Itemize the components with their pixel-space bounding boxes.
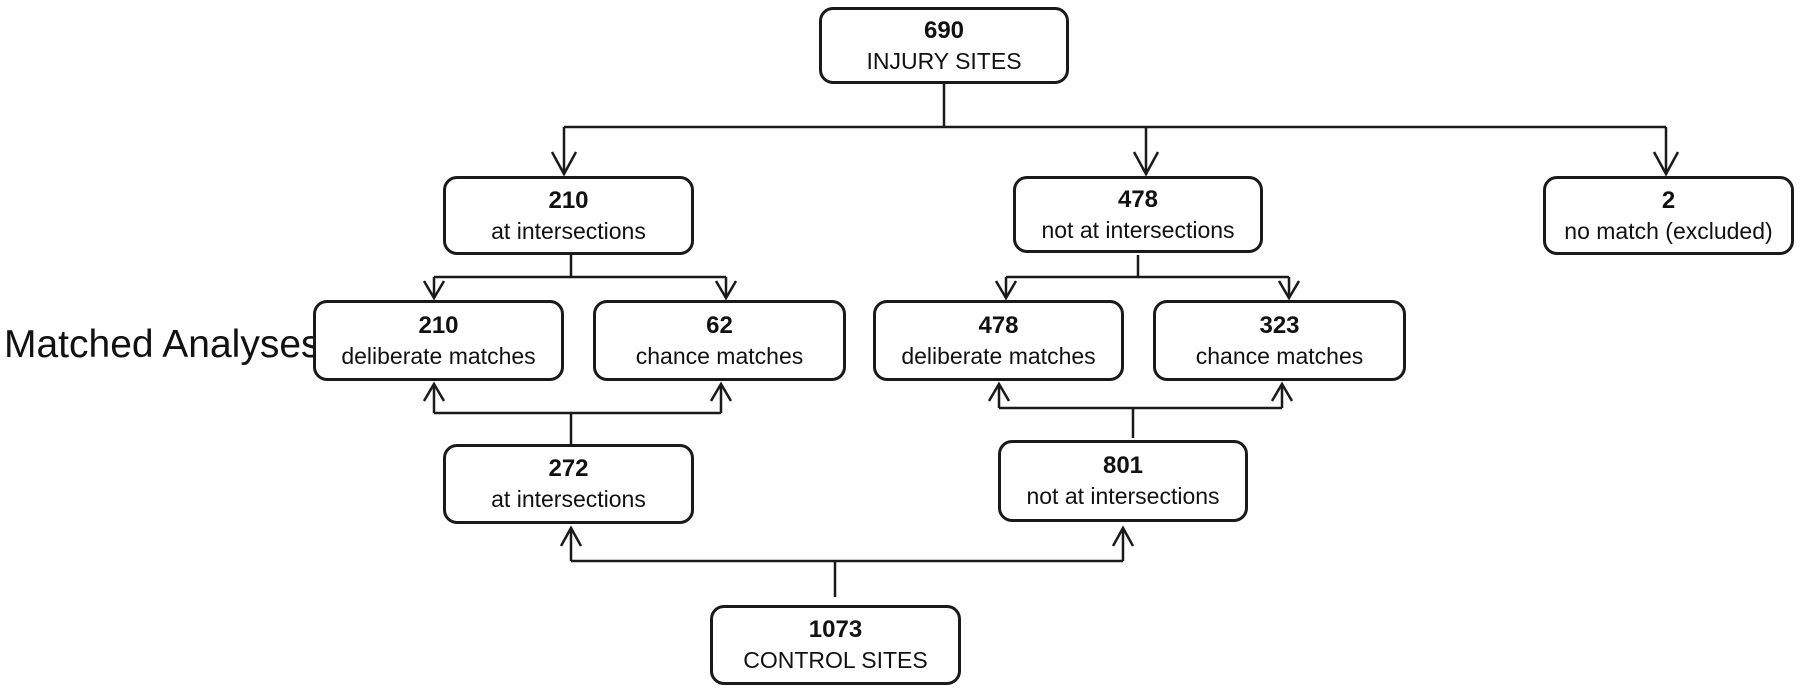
at-deliberate-matches-count: 210	[418, 311, 459, 339]
injury-at-intersections-box: 210 at intersections	[443, 176, 694, 255]
injury-sites-count: 690	[923, 16, 965, 44]
no-match-count: 2	[1661, 186, 1676, 214]
not-deliberate-matches-count: 478	[978, 311, 1019, 339]
control-at-intersections-count: 272	[548, 455, 589, 482]
injury-not-at-intersections-count: 478	[1117, 185, 1159, 213]
injury-at-intersections-count: 210	[548, 186, 589, 214]
at-chance-matches-box: 62 chance matches	[593, 300, 846, 381]
injury-sites-box: 690 INJURY SITES	[819, 7, 1069, 84]
control-sites-box: 1073 CONTROL SITES	[710, 605, 961, 685]
arrowhead-down	[1132, 151, 1160, 177]
not-deliberate-matches-label: deliberate matches	[901, 342, 1096, 369]
control-not-at-intersections-label: not at intersections	[1026, 483, 1220, 509]
control-sites-label: CONTROL SITES	[743, 647, 928, 673]
at-deliberate-matches-box: 210 deliberate matches	[313, 300, 564, 381]
injury-at-intersections-label: at intersections	[491, 217, 646, 244]
arrowhead-down	[714, 280, 738, 301]
injury-sites-label: INJURY SITES	[866, 47, 1022, 74]
at-chance-matches-label: chance matches	[635, 342, 804, 369]
not-deliberate-matches-box: 478 deliberate matches	[873, 300, 1124, 381]
no-match-box: 2 no match (excluded)	[1543, 176, 1794, 255]
arrowhead-down	[1277, 280, 1301, 301]
arrowhead-down	[422, 280, 446, 301]
not-chance-matches-label: chance matches	[1195, 342, 1364, 369]
arrowhead-up	[559, 525, 583, 547]
no-match-label: no match (excluded)	[1564, 217, 1773, 244]
not-chance-matches-count: 323	[1259, 311, 1300, 339]
arrowhead-down	[1652, 151, 1680, 177]
arrowhead-up	[1111, 525, 1135, 547]
arrowhead-up	[987, 381, 1011, 402]
at-deliberate-matches-label: deliberate matches	[341, 342, 536, 369]
control-at-intersections-box: 272 at intersections	[443, 444, 694, 524]
control-not-at-intersections-count: 801	[1102, 452, 1144, 479]
control-sites-count: 1073	[808, 616, 863, 643]
arrowhead-down	[550, 151, 578, 177]
at-chance-matches-count: 62	[706, 311, 733, 339]
control-not-at-intersections-box: 801 not at intersections	[998, 440, 1248, 522]
arrowhead-up	[1270, 381, 1294, 402]
arrowhead-down	[994, 280, 1018, 301]
control-at-intersections-label: at intersections	[491, 486, 646, 512]
matched-analyses-label: Matched Analyses:	[4, 323, 332, 366]
not-chance-matches-box: 323 chance matches	[1153, 300, 1406, 381]
arrowhead-up	[422, 381, 446, 402]
injury-not-at-intersections-box: 478 not at intersections	[1013, 176, 1263, 253]
injury-not-at-intersections-label: not at intersections	[1041, 216, 1235, 243]
arrowhead-up	[709, 381, 733, 402]
